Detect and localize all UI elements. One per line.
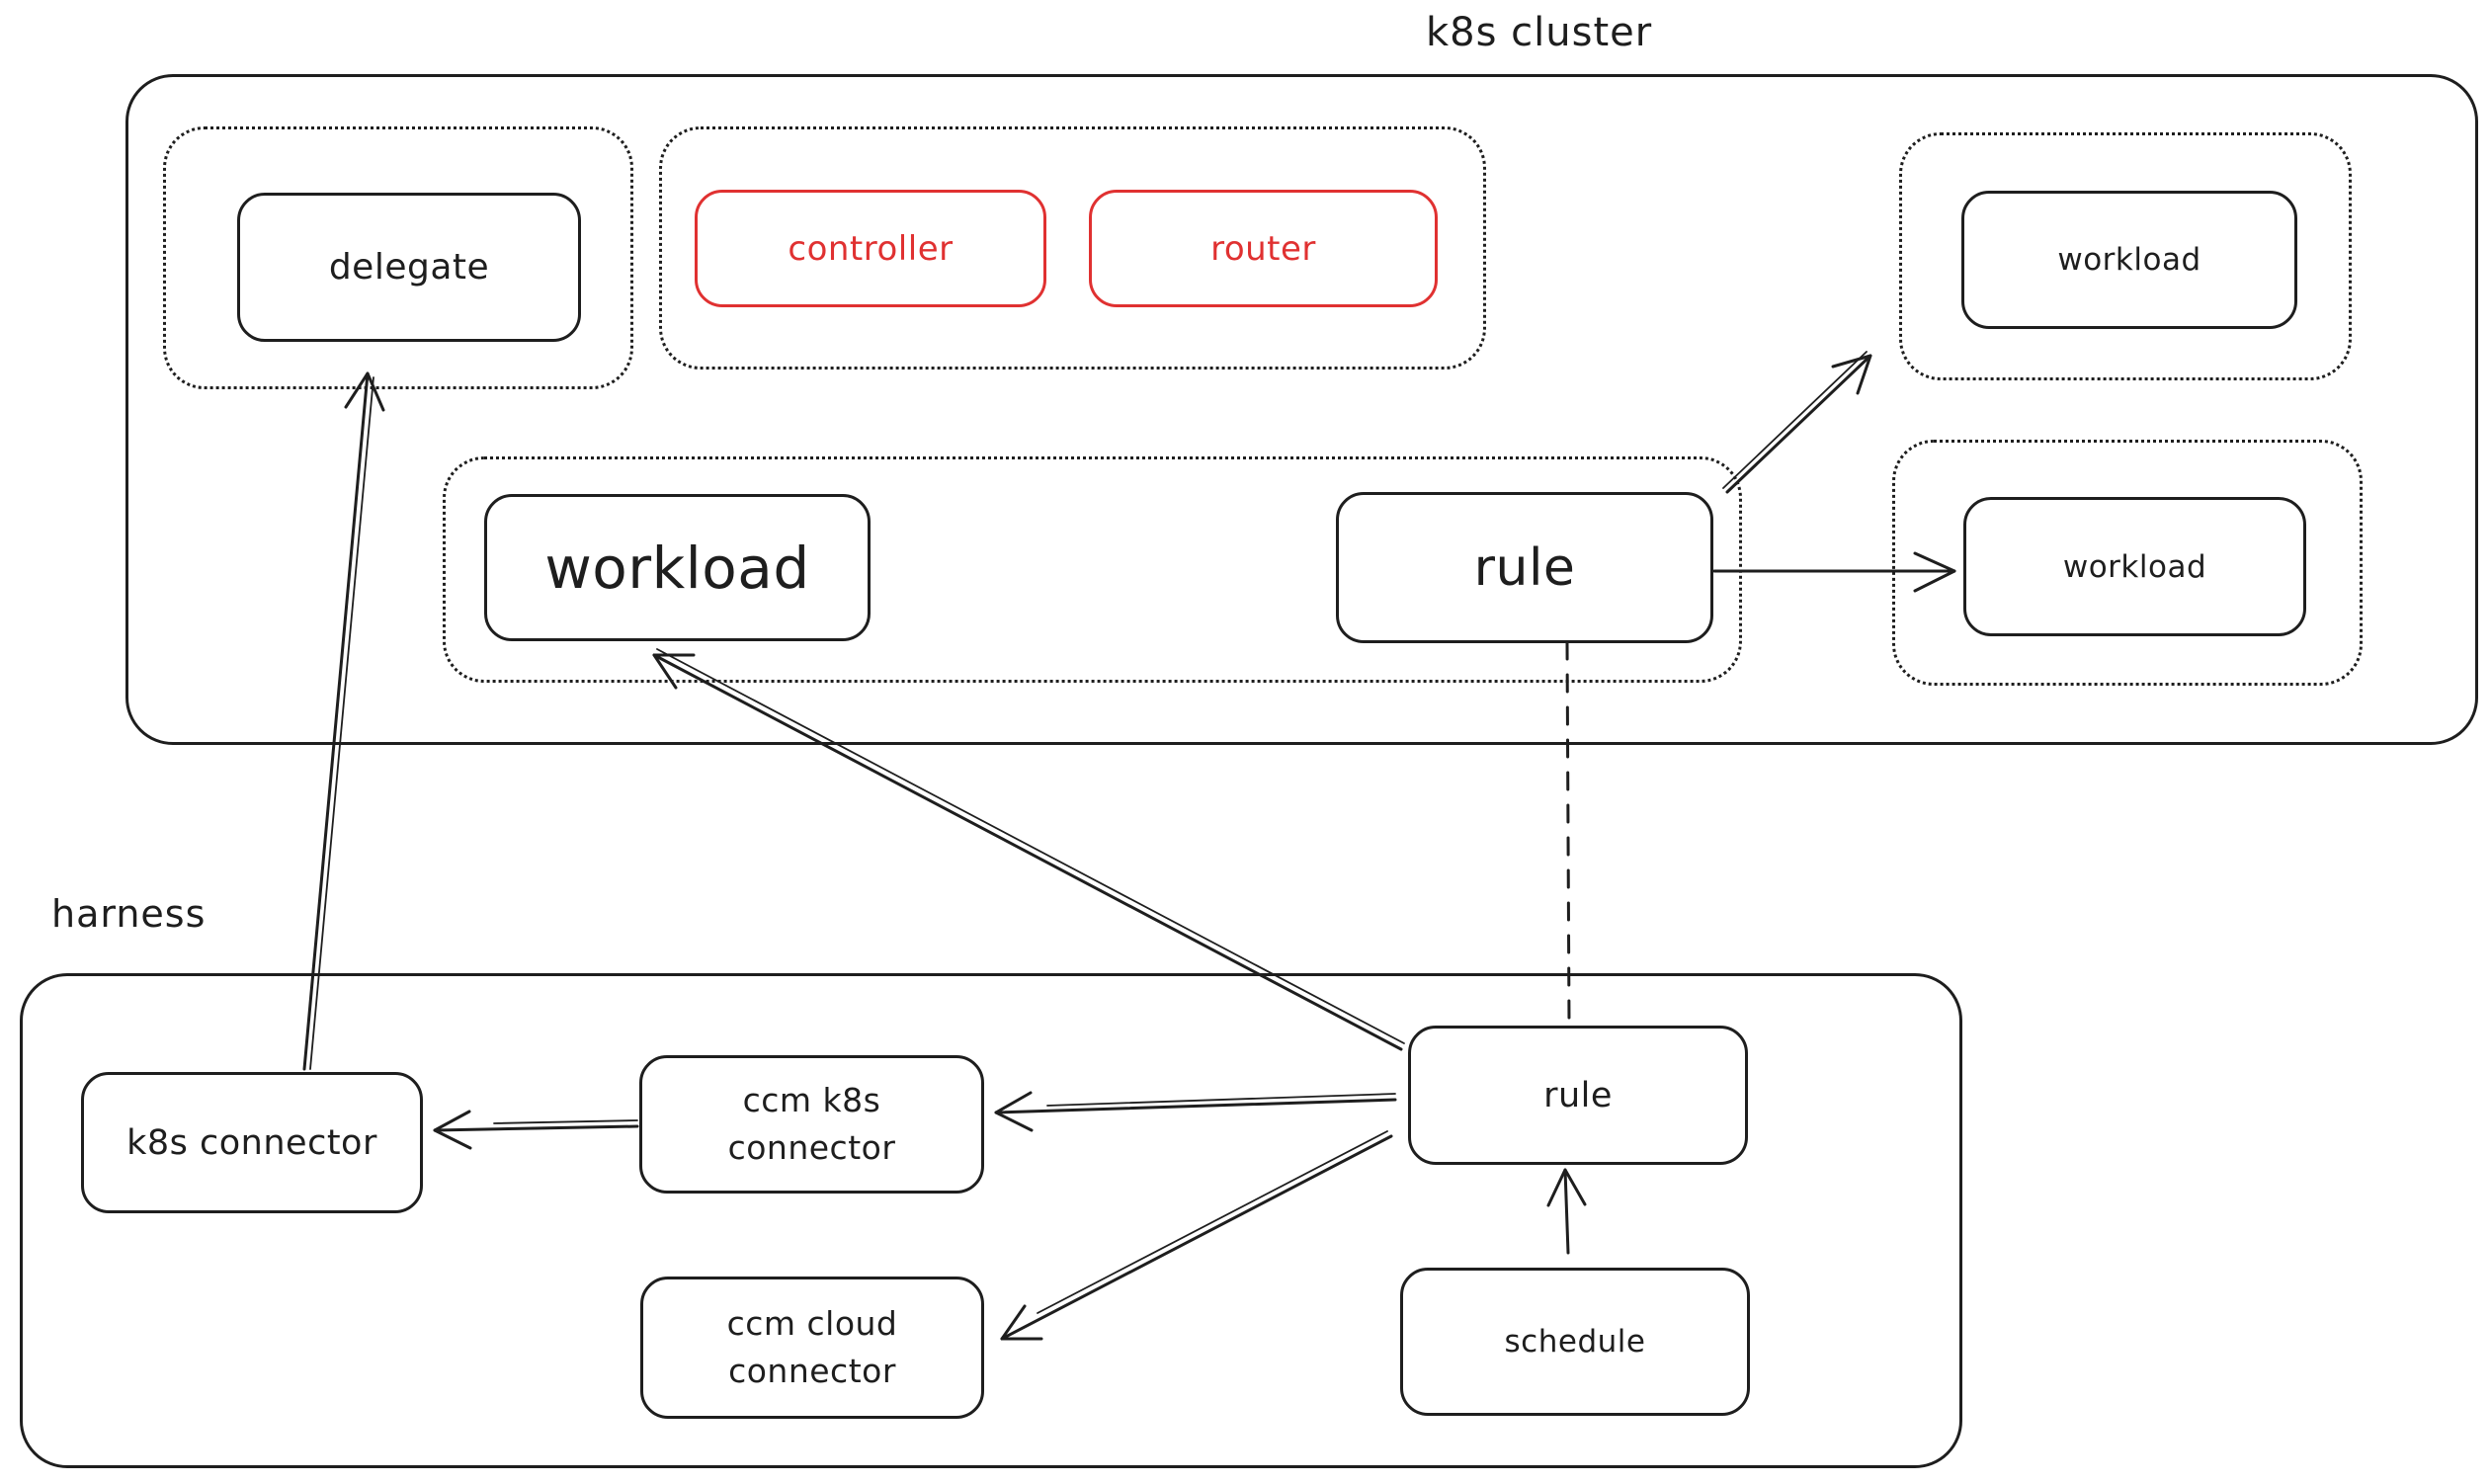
node-k8s-connector-label: k8s connector [126,1122,377,1163]
node-schedule-label: schedule [1504,1324,1646,1360]
node-controller-label: controller [788,228,954,269]
node-workload-right-label: workload [2062,548,2207,585]
node-controller: controller [695,190,1046,307]
node-workload-top-right: workload [1961,191,2297,329]
harness-label: harness [51,892,207,936]
workload-right-group [1892,440,2363,686]
node-ccm-k8s-connector-label: ccm k8s connector [727,1081,896,1167]
node-workload-top-right-label: workload [2057,242,2201,278]
node-workload-middle-label: workload [544,534,810,602]
node-ccm-cloud-connector-label: ccm cloud connector [726,1304,898,1390]
node-schedule: schedule [1400,1268,1750,1416]
node-workload-right: workload [1963,497,2306,636]
workload-top-right-group [1899,132,2352,380]
node-k8s-connector: k8s connector [81,1072,423,1213]
control-plane-group [659,126,1486,370]
node-rule-harness: rule [1408,1026,1748,1165]
delegate-group [163,126,633,389]
node-delegate-label: delegate [328,247,490,288]
node-router: router [1089,190,1438,307]
node-rule-cluster-label: rule [1473,537,1576,598]
node-rule-cluster: rule [1336,492,1713,643]
node-ccm-cloud-connector: ccm cloud connector [640,1277,984,1419]
node-ccm-k8s-connector: ccm k8s connector [639,1055,984,1194]
node-delegate: delegate [237,193,581,342]
k8s-cluster-label: k8s cluster [1426,10,1653,55]
node-workload-middle: workload [484,494,871,641]
node-rule-harness-label: rule [1543,1075,1613,1115]
node-router-label: router [1210,228,1316,269]
